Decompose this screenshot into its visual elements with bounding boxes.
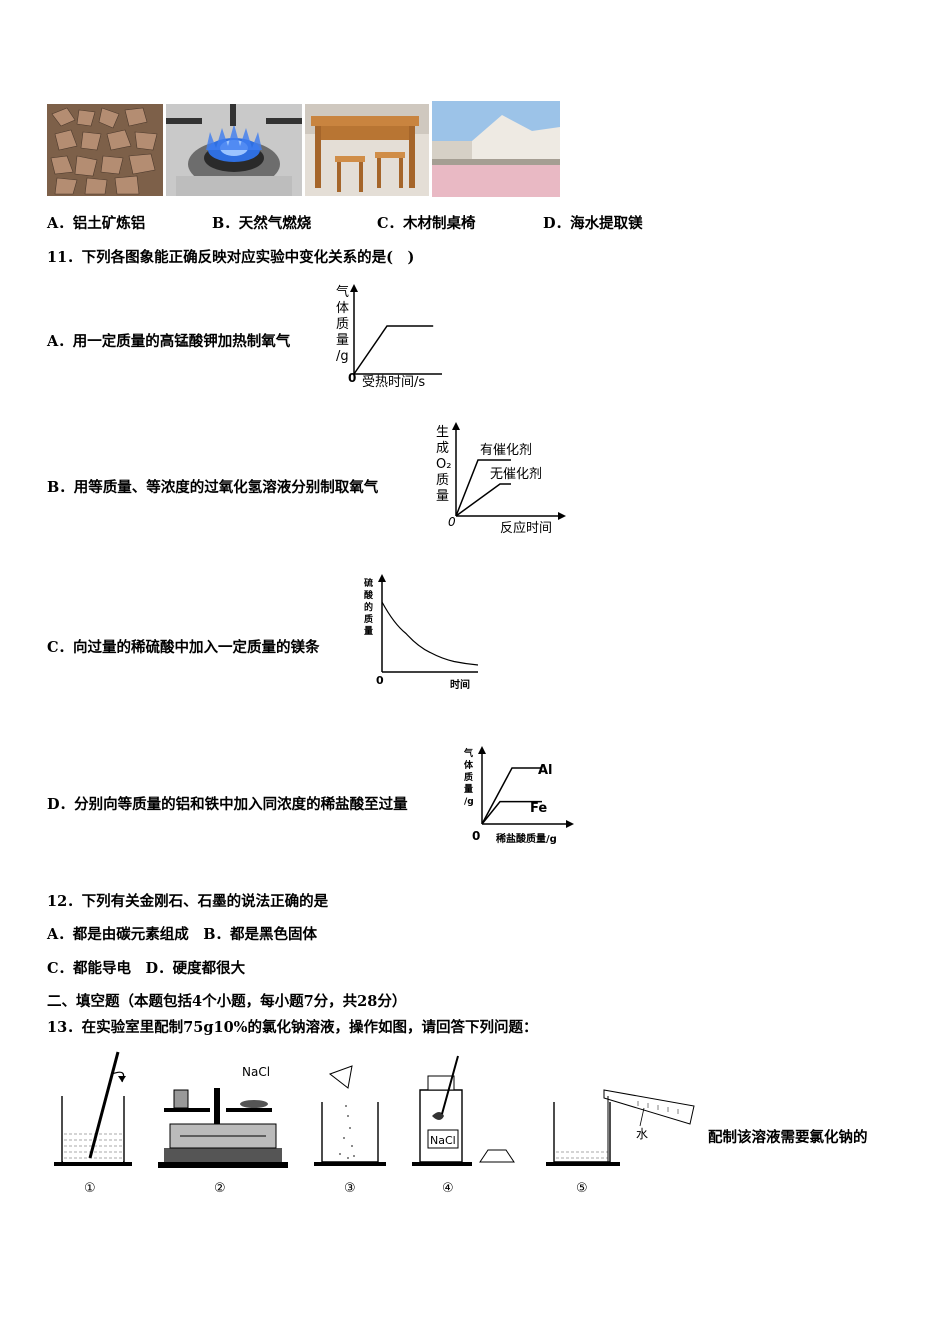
svg-text:质: 质 [436,473,449,488]
svg-text:酸: 酸 [364,589,374,601]
graph-b-y-arrow [452,422,460,430]
q11-stem: 11．下列各图象能正确反映对应实验中变化关系的是( ) [47,249,415,266]
q13-apparatus: NaCl NaCl 水 ① ② ③ ④ [54,1051,695,1196]
graph-d-fe-curve [481,800,542,825]
graph-d-x-arrow [566,820,574,828]
q12-stem: 12．下列有关金刚石、石墨的说法正确的是 [47,893,329,910]
balance-nacl-label: NaCl [242,1065,270,1079]
graph-b-x-arrow [558,512,566,520]
graph-c-origin: 0 [376,674,384,687]
graph-b-series-1: 有催化剂 [480,443,532,458]
graph-c-y-arrow [378,574,386,582]
svg-text:硫: 硫 [364,577,373,589]
svg-text:O₂: O₂ [436,457,451,472]
graph-a-origin: 0 [348,371,356,385]
rock-pile-image [47,104,163,196]
step-label-1: ① [84,1181,96,1196]
svg-text:气: 气 [463,747,473,759]
svg-text:的: 的 [364,601,373,613]
q10-option-b: B．天然气燃烧 [212,215,312,232]
balance-figure: NaCl [158,1065,288,1168]
q11-option-a: A．用一定质量的高锰酸钾加热制氧气 [47,333,291,350]
bottle-nacl-label: NaCl [430,1134,456,1147]
seawater-photo [432,101,560,197]
svg-text:生: 生 [436,425,449,440]
svg-text:量: 量 [364,625,373,637]
svg-text:体: 体 [336,301,349,316]
svg-text:/g: /g [464,797,474,807]
svg-text:成: 成 [436,441,449,456]
measuring-cylinder-figure: 水 [546,1089,695,1166]
svg-text:气: 气 [336,284,349,300]
step-label-2: ② [214,1181,226,1196]
bauxite-photo [47,104,163,196]
svg-text:体: 体 [464,759,474,771]
graph-b-origin: 0 [448,515,456,529]
q11-option-d: D．分别向等质量的铝和铁中加入同浓度的稀盐酸至过量 [47,796,408,813]
section-2-heading: 二、填空题（本题包括4个小题，每小题7分，共28分） [47,993,407,1010]
graph-d-al-curve [481,767,542,825]
graph-a-y-arrow [350,284,358,292]
svg-text:质: 质 [364,613,373,625]
graph-b-xlabel: 反应时间 [500,520,552,536]
svg-text:量: 量 [436,489,449,504]
q10-option-a: A．铝土矿炼铝 [47,215,146,232]
svg-text:/g: /g [336,349,349,364]
svg-text:质: 质 [336,317,349,332]
graph-b-nocatalyst-curve [455,483,511,517]
q13-stem: 13．在实验室里配制75g10%的氯化钠溶液，操作如图，请回答下列问题： [47,1019,538,1036]
pouring-figure [314,1065,386,1166]
q10-option-c: C．木材制桌椅 [377,215,476,232]
water-label: 水 [636,1127,648,1141]
q12-line2: C．都能导电 D．硬度都很大 [47,960,246,977]
graph-b-catalyst-curve [455,459,511,517]
graph-d-series-fe: Fe [530,801,547,816]
step-label-5: ⑤ [576,1181,588,1196]
step-label-4: ④ [442,1181,454,1196]
salt-field-image [432,101,560,197]
step-label-3: ③ [344,1181,356,1196]
svg-text:质: 质 [464,771,473,783]
q11-option-b: B．用等质量、等浓度的过氧化氢溶液分别制取氧气 [47,479,379,496]
q13-tail: 配制该溶液需要氯化钠的 [708,1129,868,1146]
q10-option-d: D．海水提取镁 [543,215,643,232]
beaker-stirring-figure [54,1051,132,1166]
graph-d-y-arrow [478,746,486,754]
graph-d-xlabel: 稀盐酸质量/g [496,832,557,845]
svg-text:量: 量 [336,333,349,348]
graph-a-curve [353,325,434,375]
graph-c-xlabel: 时间 [450,678,470,691]
desk-chairs-image [305,104,429,196]
svg-text:量: 量 [464,783,473,795]
gas-stove-photo [166,104,302,196]
q11-option-c: C．向过量的稀硫酸中加入一定质量的镁条 [47,639,320,656]
graph-a-xlabel: 受热时间/s [362,375,425,390]
furniture-photo [305,104,429,196]
q12-line1: A．都是由碳元素组成 B．都是黑色固体 [47,926,318,943]
reagent-bottle-figure: NaCl [412,1055,515,1166]
graph-d-origin: 0 [472,829,480,843]
graph-b-series-2: 无催化剂 [490,467,542,482]
graph-d-series-al: Al [538,763,553,778]
gas-flame-image [166,104,302,196]
graph-c-curve [381,601,479,666]
